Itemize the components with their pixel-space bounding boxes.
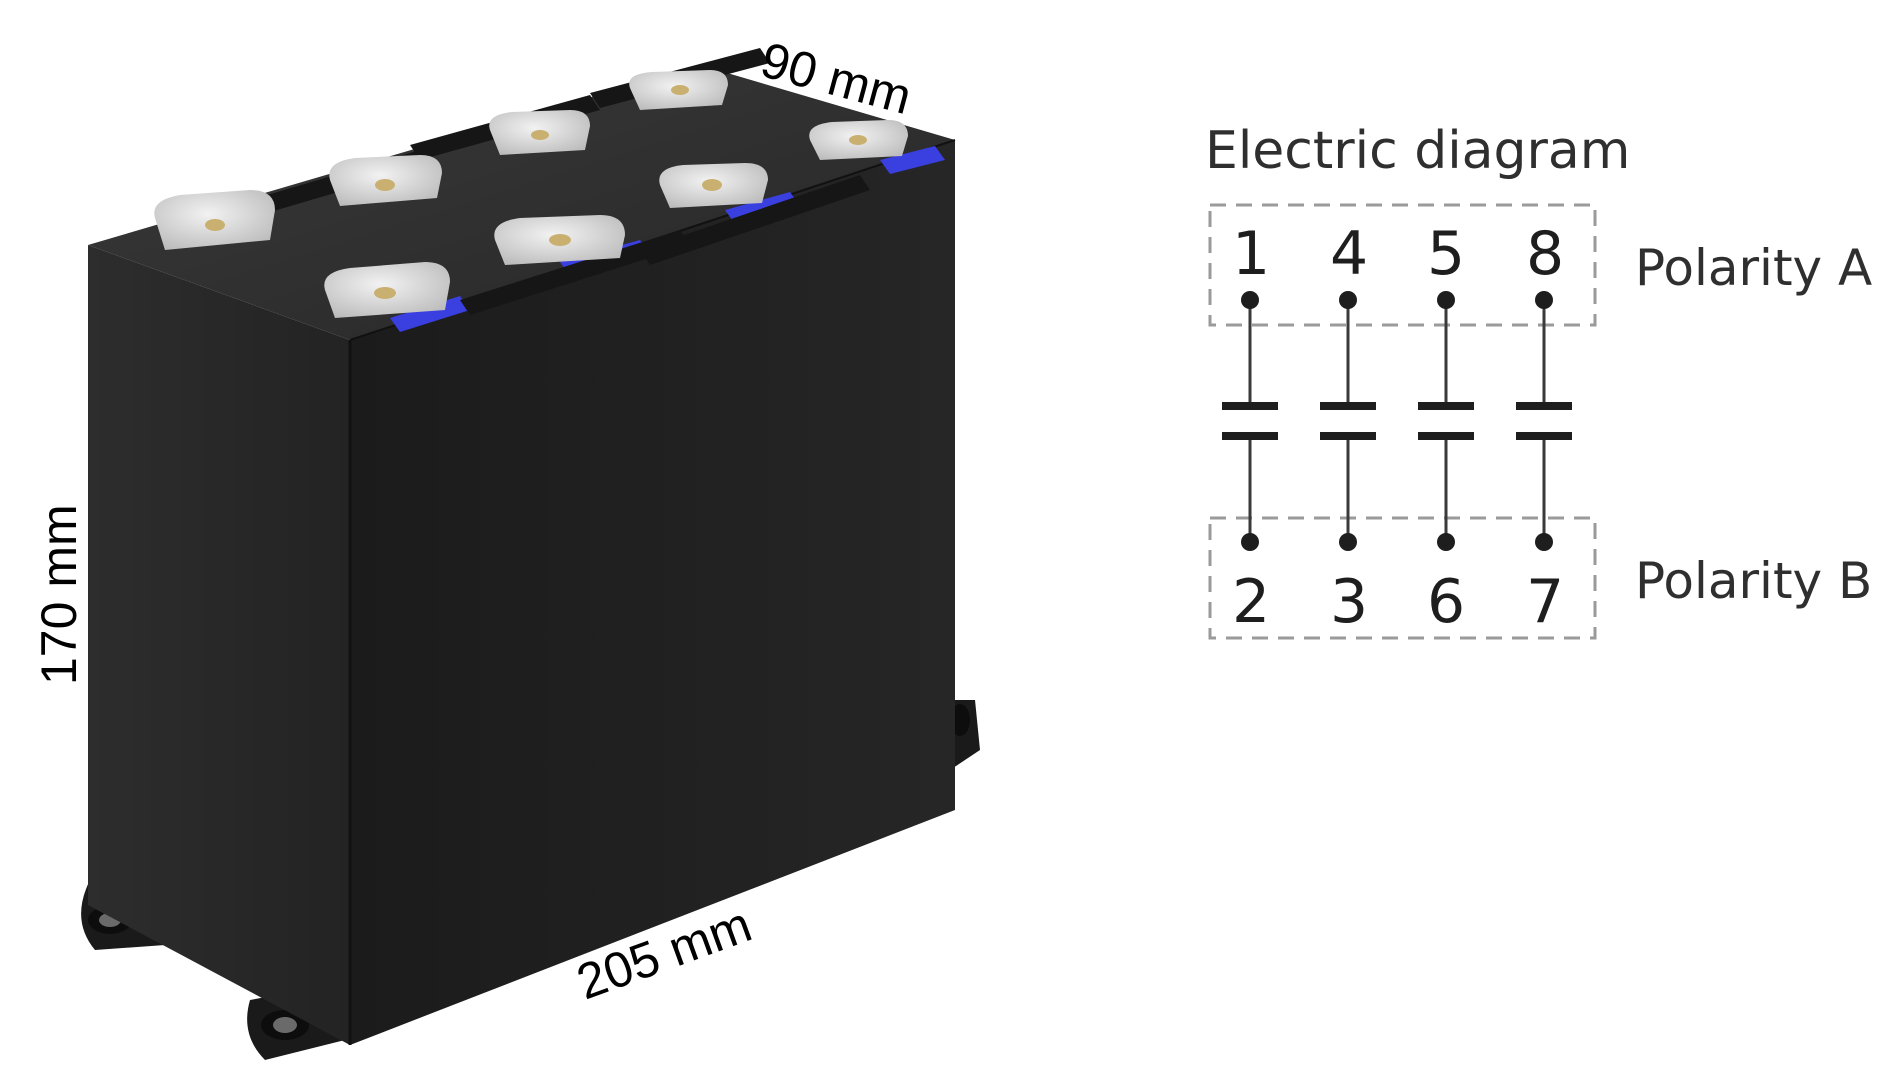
pin-label-top: 5 — [1427, 219, 1465, 289]
pin-label-bottom: 3 — [1330, 567, 1368, 637]
pin-label-top: 8 — [1526, 219, 1564, 289]
module-side-face — [88, 245, 350, 1045]
pin-label-top: 4 — [1330, 219, 1368, 289]
terminal-tabs — [154, 70, 908, 318]
pin-label-top: 1 — [1232, 219, 1270, 289]
capacitor-module-illustration: 90 mm 170 mm 205 mm — [31, 32, 980, 1060]
capacitor-branch — [1516, 291, 1572, 551]
pin-label-bottom: 7 — [1526, 567, 1564, 637]
pin-label-bottom: 2 — [1232, 567, 1270, 637]
module-front-face — [350, 140, 955, 1045]
polarity-b-box — [1208, 516, 1597, 640]
module-top-face — [88, 65, 955, 340]
capacitor-branch — [1320, 291, 1376, 551]
polarity-a-label: Polarity A — [1635, 239, 1872, 297]
pin-label-bottom: 6 — [1427, 567, 1465, 637]
terminal-tab — [494, 215, 625, 265]
diagram-title: Electric diagram — [1205, 121, 1630, 181]
electric-diagram: Electric diagram 1 4 5 8 2 3 6 7 — [1205, 121, 1872, 640]
terminal-tab — [489, 110, 590, 155]
terminal-tab — [809, 120, 908, 160]
terminal-tab — [154, 190, 275, 250]
terminal-tab — [329, 155, 442, 206]
terminal-tab — [324, 262, 450, 318]
capacitor-branch — [1222, 291, 1278, 551]
terminal-tab — [659, 163, 768, 208]
polarity-b-label: Polarity B — [1635, 552, 1872, 610]
capacitor-branch — [1418, 291, 1474, 551]
polarity-a-box — [1208, 203, 1597, 327]
height-dimension-label: 170 mm — [31, 504, 87, 685]
terminal-tab — [629, 70, 728, 110]
